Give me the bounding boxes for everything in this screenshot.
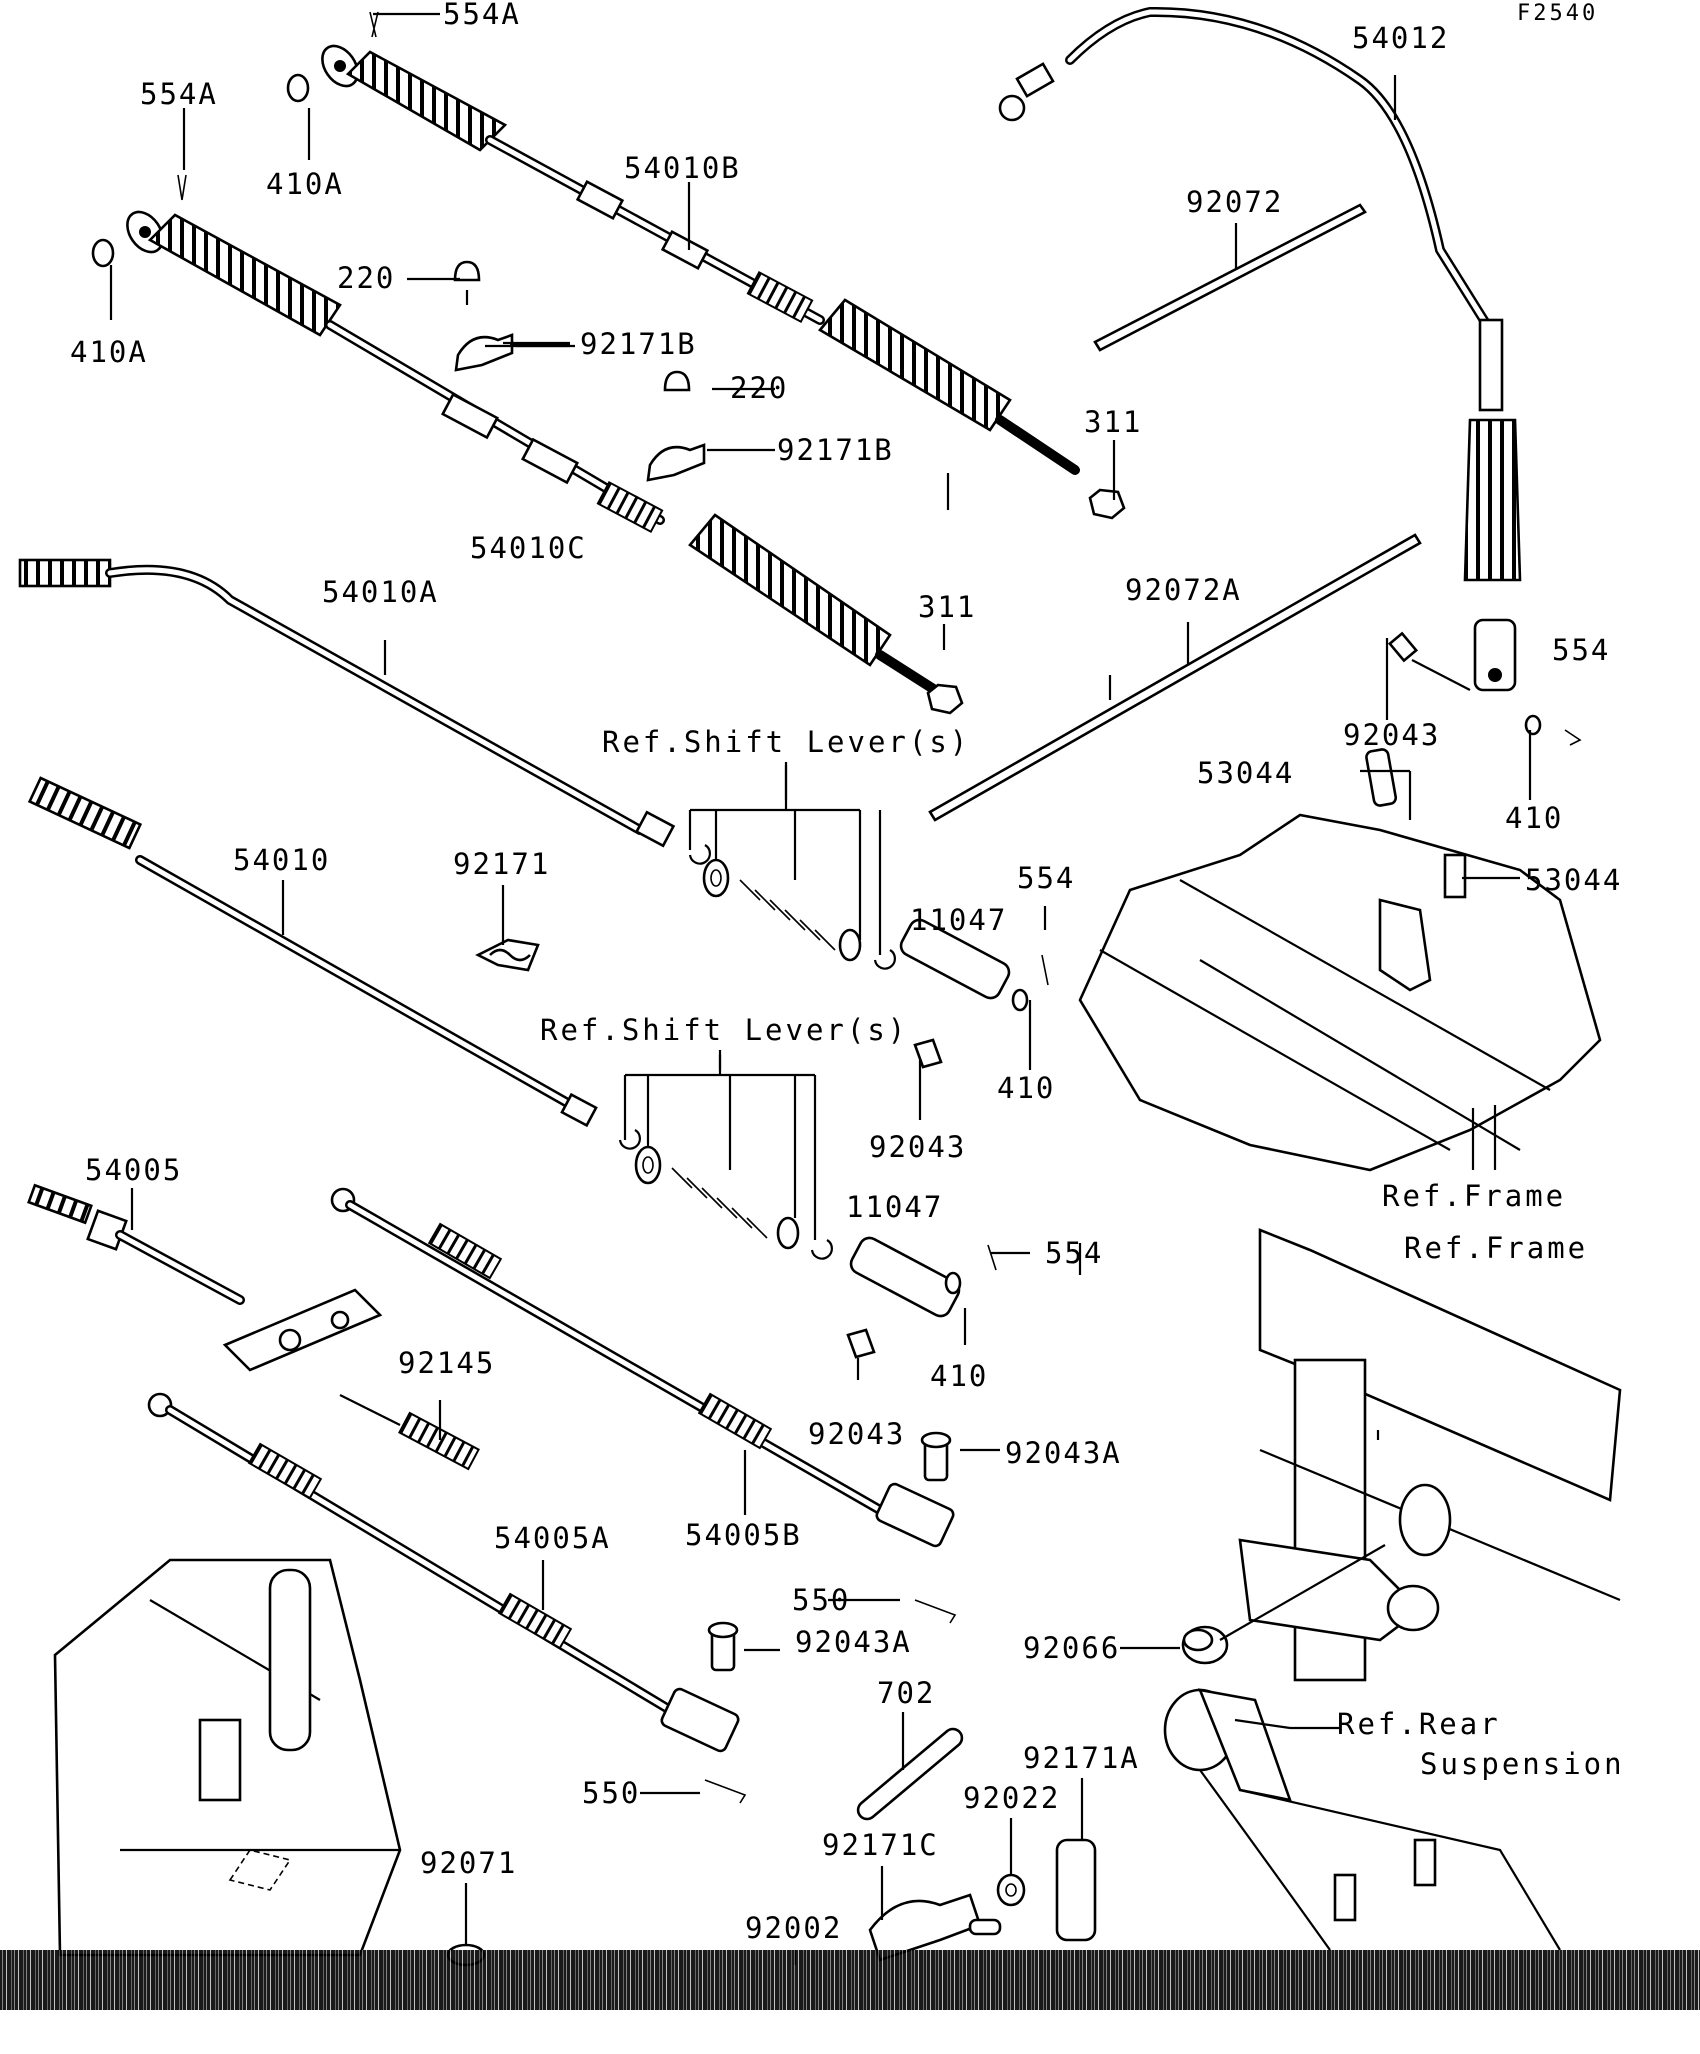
label-410A-1: 410A <box>266 167 344 201</box>
label-92171: 92171 <box>453 847 550 881</box>
label-54010B: 54010B <box>624 151 741 185</box>
pins-92043A <box>704 1431 957 1804</box>
label-220-2: 220 <box>730 371 788 405</box>
label-92072: 92072 <box>1186 185 1283 219</box>
cable-54005A <box>147 1392 740 1753</box>
shift-lever-spring-group-1 <box>688 844 896 970</box>
label-54010: 54010 <box>233 843 330 877</box>
cable-54010A <box>18 558 676 848</box>
label-92171C: 92171C <box>822 1828 939 1862</box>
label-92043-3: 92043 <box>808 1417 905 1451</box>
label-54010A: 54010A <box>322 575 439 609</box>
label-92071: 92071 <box>420 1846 517 1880</box>
label-311-1: 311 <box>1084 405 1142 439</box>
label-92043-2: 92043 <box>869 1130 966 1164</box>
label-702: 702 <box>877 1676 935 1710</box>
label-410-2: 410 <box>997 1071 1055 1105</box>
clip-92171 <box>475 938 540 972</box>
label-11047-2: 11047 <box>846 1190 943 1224</box>
clevis-11047-pair <box>846 918 1049 1359</box>
frame-lower-left <box>53 1558 402 1957</box>
label-92066: 92066 <box>1023 1631 1120 1665</box>
pin-92043-upper <box>1387 631 1582 746</box>
ref-shift-lever-1: Ref.Shift Lever(s) <box>602 725 970 759</box>
label-554A-1: 554A <box>443 0 521 31</box>
ref-frame-2: Ref.Frame <box>1404 1231 1588 1265</box>
label-554-1: 554 <box>1552 633 1610 667</box>
label-550-2: 550 <box>582 1776 640 1810</box>
label-92043-1: 92043 <box>1343 718 1440 752</box>
label-11047-1: 11047 <box>910 903 1007 937</box>
ref-rear-suspension-2: Suspension <box>1420 1747 1625 1781</box>
label-54005: 54005 <box>85 1153 182 1187</box>
reference-labels: Ref.Shift Lever(s) Ref.Shift Lever(s) Re… <box>540 725 1625 1781</box>
cable-54005 <box>27 1183 383 1372</box>
shift-lever-spring-group-2 <box>618 1129 833 1260</box>
label-550-1: 550 <box>792 1583 850 1617</box>
label-554A-2: 554A <box>140 77 218 111</box>
label-53044-1: 53044 <box>1197 756 1294 790</box>
rear-suspension <box>1163 1688 1561 1951</box>
cable-54010 <box>27 776 598 1128</box>
label-410-3: 410 <box>930 1359 988 1393</box>
label-410-1: 410 <box>1505 801 1563 835</box>
frame-upper-right <box>1078 748 1602 1172</box>
label-53044-2: 53044 <box>1525 863 1622 897</box>
label-410A-2: 410A <box>70 335 148 369</box>
figure-code: F2540 <box>1517 1 1598 26</box>
label-92145: 92145 <box>398 1346 495 1380</box>
label-54005A: 54005A <box>494 1521 611 1555</box>
spring-92145 <box>339 1394 480 1471</box>
label-92072A: 92072A <box>1125 573 1242 607</box>
label-54010C: 54010C <box>470 531 587 565</box>
label-92171A: 92171A <box>1023 1741 1140 1775</box>
ref-frame-1: Ref.Frame <box>1382 1179 1566 1213</box>
label-220-1: 220 <box>337 261 395 295</box>
leader-lines <box>109 12 1532 1965</box>
label-92022: 92022 <box>963 1781 1060 1815</box>
label-92002: 92002 <box>745 1911 842 1945</box>
ref-bracket-lines <box>623 762 882 1240</box>
label-92043A-1: 92043A <box>1005 1436 1122 1470</box>
label-311-2: 311 <box>918 590 976 624</box>
label-92171B-2: 92171B <box>777 433 894 467</box>
label-554-2: 554 <box>1017 861 1075 895</box>
frame-lower-right <box>1238 1228 1622 1682</box>
label-54012: 54012 <box>1352 21 1449 55</box>
cable-ties <box>928 203 1422 822</box>
cable-54005B <box>330 1187 955 1548</box>
label-92043A-2: 92043A <box>795 1625 912 1659</box>
ref-rear-suspension-1: Ref.Rear <box>1337 1707 1501 1741</box>
cable-54010C <box>126 210 964 715</box>
label-554-3: 554 <box>1045 1236 1103 1270</box>
hardware-top-left <box>91 11 706 482</box>
cable-54012 <box>998 6 1522 692</box>
label-54005B: 54005B <box>685 1518 802 1552</box>
grommet-92066 <box>1181 1625 1229 1665</box>
ref-shift-lever-2: Ref.Shift Lever(s) <box>540 1013 908 1047</box>
scan-noise-band <box>0 1950 1700 2010</box>
label-92171B-1: 92171B <box>580 327 697 361</box>
part-labels: 554A 554A 410A 410A 54010B 220 220 92171… <box>70 0 1622 1945</box>
cable-54010B <box>321 44 1126 520</box>
